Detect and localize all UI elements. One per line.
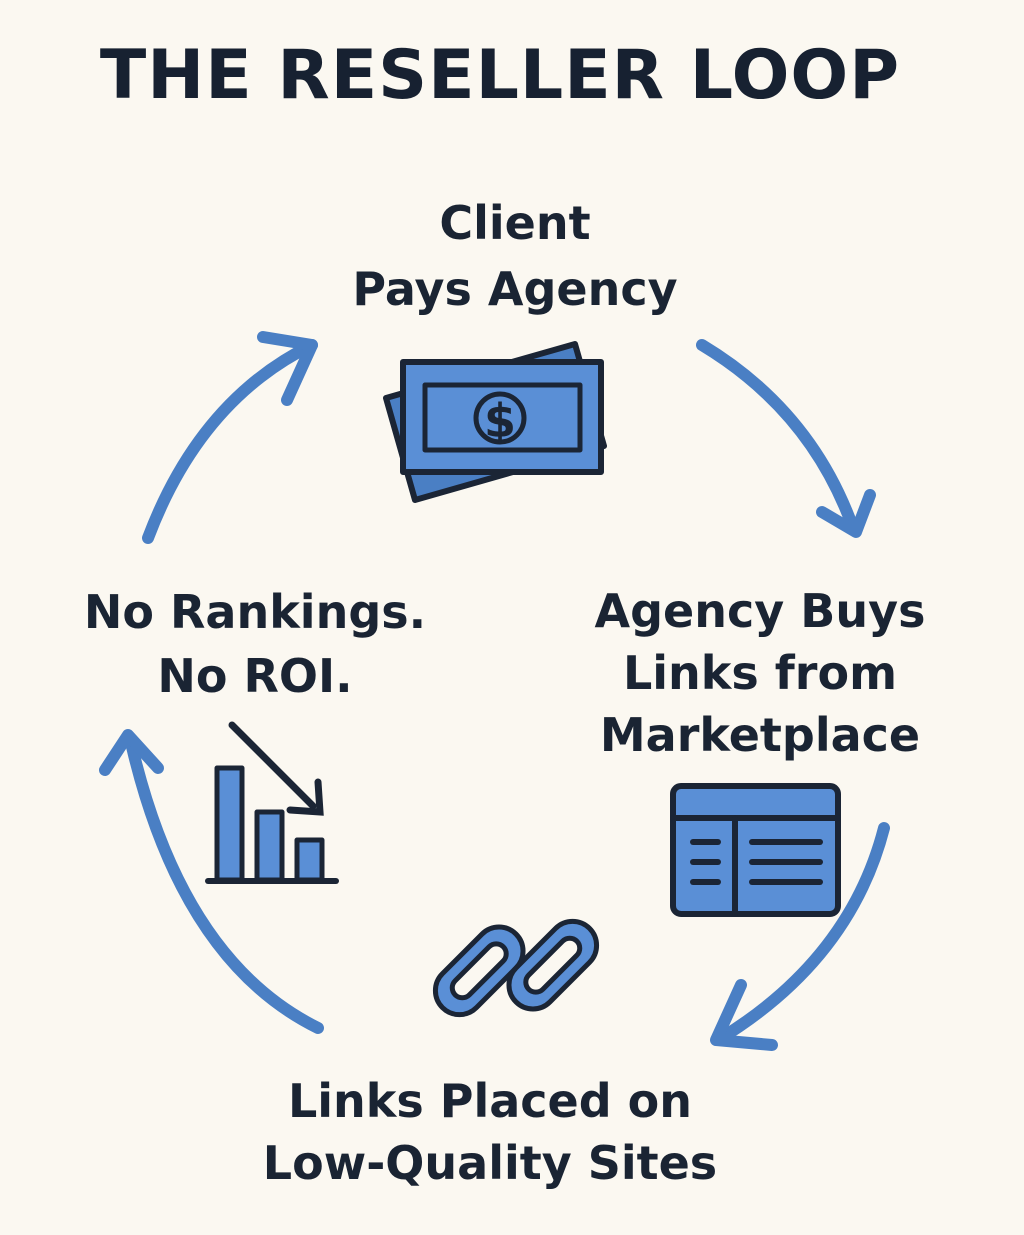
arrow-bottom-left [99, 729, 324, 1034]
step-label-line: Links Placed on [287, 1074, 693, 1128]
marketplace-window-icon [670, 783, 841, 917]
money-icon: $ [383, 341, 607, 503]
step-label-line: Client [439, 196, 591, 250]
step-links-placed: Links Placed on Low-Quality Sites [200, 1070, 780, 1194]
step-label-line: No ROI. [157, 649, 353, 703]
step-label-line: Links from [622, 646, 898, 700]
step-no-rankings: No Rankings. No ROI. [55, 580, 455, 708]
step-label-line: Agency Buys [594, 584, 926, 638]
step-agency-buys-links: Agency Buys Links from Marketplace [560, 580, 960, 766]
step-label-line: Marketplace [599, 708, 921, 762]
arrow-bottom-right [710, 822, 890, 1051]
arrow-top-right [696, 339, 876, 538]
step-label-line: Low-Quality Sites [262, 1136, 718, 1190]
diagram-title: THE RESELLER LOOP [99, 36, 901, 115]
step-client-pays-agency: Client Pays Agency [310, 190, 720, 322]
arrow-top-left [142, 331, 318, 544]
chain-link-icon [432, 918, 600, 1018]
svg-text:$: $ [484, 394, 516, 448]
declining-bar-chart-icon [205, 721, 339, 884]
step-label-line: No Rankings. [83, 585, 427, 639]
step-label-line: Pays Agency [352, 262, 678, 316]
